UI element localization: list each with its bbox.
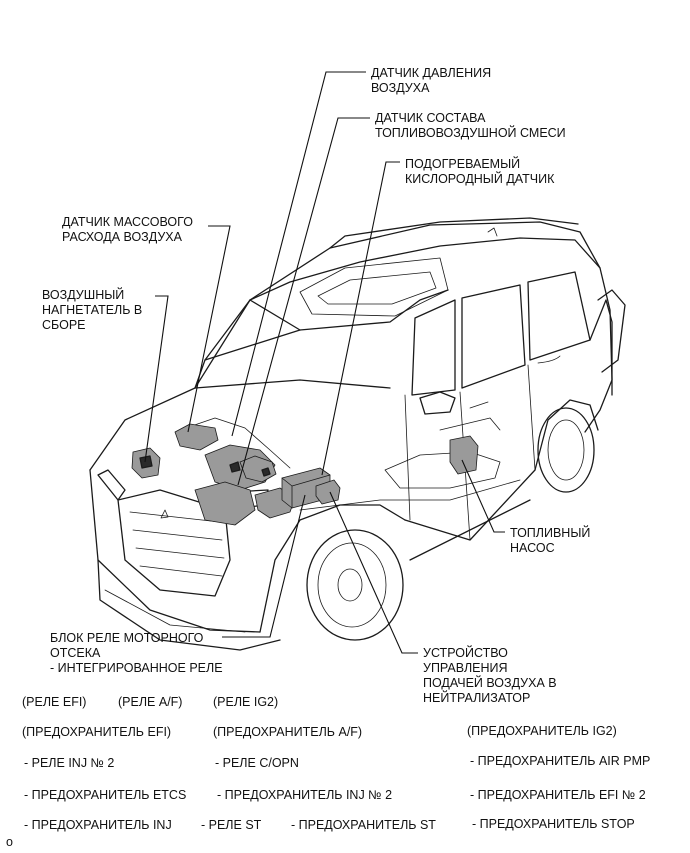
label-line: ДАТЧИК СОСТАВА <box>375 111 486 125</box>
fuse-item: - ПРЕДОХРАНИТЕЛЬ AIR PMP <box>470 754 651 768</box>
label-heated-oxygen-sensor: ПОДОГРЕВАЕМЫЙ КИСЛОРОДНЫЙ ДАТЧИК <box>405 157 554 187</box>
footer-mark: o <box>6 835 13 849</box>
label-engine-room-relay-block: БЛОК РЕЛЕ МОТОРНОГО ОТСЕКА - ИНТЕГРИРОВА… <box>50 631 223 676</box>
label-line: ТОПЛИВОВОЗДУШНОЙ СМЕСИ <box>375 126 566 140</box>
label-line: РАСХОДА ВОЗДУХА <box>62 230 182 244</box>
label-line: - ИНТЕГРИРОВАННОЕ РЕЛЕ <box>50 661 223 675</box>
relay-item: (РЕЛЕ A/F) <box>118 695 183 709</box>
relay-item: - РЕЛЕ C/OPN <box>215 756 299 770</box>
label-air-fuel-sensor: ДАТЧИК СОСТАВА ТОПЛИВОВОЗДУШНОЙ СМЕСИ <box>375 111 566 141</box>
label-line: ВОЗДУШНЫЙ <box>42 288 125 302</box>
label-line: НАГНЕТАТЕЛЬ В <box>42 303 143 317</box>
fuse-item: (ПРЕДОХРАНИТЕЛЬ IG2) <box>467 724 617 738</box>
fuse-item: - ПРЕДОХРАНИТЕЛЬ EFI № 2 <box>470 788 646 802</box>
label-line: ТОПЛИВНЫЙ <box>510 526 591 540</box>
fuse-item: (ПРЕДОХРАНИТЕЛЬ A/F) <box>213 725 363 739</box>
label-line: НАСОС <box>510 541 555 555</box>
fuse-item: - ПРЕДОХРАНИТЕЛЬ STOP <box>472 817 635 831</box>
fuse-item: (ПРЕДОХРАНИТЕЛЬ EFI) <box>22 725 172 739</box>
label-mass-air-flow-sensor: ДАТЧИК МАССОВОГО РАСХОДА ВОЗДУХА <box>62 215 193 245</box>
relay-item: (РЕЛЕ EFI) <box>22 695 87 709</box>
relay-item: - РЕЛЕ ST <box>201 818 262 832</box>
fuse-item: - ПРЕДОХРАНИТЕЛЬ INJ № 2 <box>217 788 393 802</box>
label-line: ОТСЕКА <box>50 646 101 660</box>
relay-item: - РЕЛЕ INJ № 2 <box>24 756 115 770</box>
label-line: ВОЗДУХА <box>371 81 430 95</box>
label-line: УСТРОЙСТВО <box>423 646 508 660</box>
fuse-item: - ПРЕДОХРАНИТЕЛЬ ETCS <box>24 788 187 802</box>
label-air-injection-control: УСТРОЙСТВО УПРАВЛЕНИЯ ПОДАЧЕЙ ВОЗДУХА В … <box>423 646 557 706</box>
label-line: ДАТЧИК МАССОВОГО <box>62 215 193 229</box>
label-line: ПОДОГРЕВАЕМЫЙ <box>405 157 521 171</box>
label-fuel-pump: ТОПЛИВНЫЙ НАСОС <box>510 526 590 556</box>
label-line: БЛОК РЕЛЕ МОТОРНОГО <box>50 631 204 645</box>
label-line: СБОРЕ <box>42 318 86 332</box>
label-line: НЕЙТРАЛИЗАТОР <box>423 691 531 705</box>
label-line: УПРАВЛЕНИЯ <box>423 661 508 675</box>
label-line: ДАТЧИК ДАВЛЕНИЯ <box>371 66 492 80</box>
fuse-item: - ПРЕДОХРАНИТЕЛЬ INJ <box>24 818 172 832</box>
label-line: ПОДАЧЕЙ ВОЗДУХА В <box>423 676 557 690</box>
fuse-item: - ПРЕДОХРАНИТЕЛЬ ST <box>291 818 436 832</box>
label-line: КИСЛОРОДНЫЙ ДАТЧИК <box>405 172 555 186</box>
label-air-pressure-sensor: ДАТЧИК ДАВЛЕНИЯ ВОЗДУХА <box>371 66 491 96</box>
relay-item: (РЕЛЕ IG2) <box>213 695 279 709</box>
label-air-pump-assembly: ВОЗДУШНЫЙ НАГНЕТАТЕЛЬ В СБОРЕ <box>42 288 142 333</box>
